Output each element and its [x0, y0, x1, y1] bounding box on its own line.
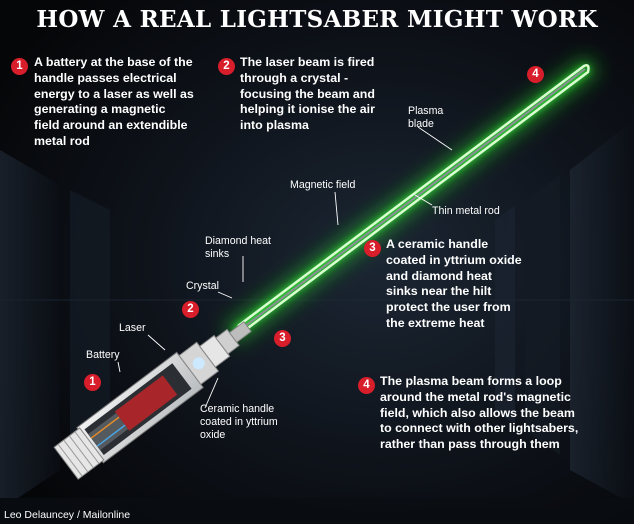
callout-1: A battery at the base of the handle pass… [34, 55, 194, 150]
callout-1-text: A battery at the base of the handle pass… [34, 55, 194, 148]
callout-4-text: The plasma beam forms a loop around the … [380, 374, 579, 452]
plasma-blade [225, 57, 598, 343]
callout-4: The plasma beam forms a loop around the … [380, 374, 585, 453]
image-credit: Leo Delauncey / Mailonline [4, 509, 131, 521]
label-magnetic-field: Magnetic field [290, 179, 356, 191]
marker-3: 3 [274, 330, 291, 347]
label-diamond-heat-sinks: Diamond heat sinks [205, 235, 271, 260]
callout-4-badge: 4 [358, 377, 375, 394]
callout-3: A ceramic handle coated in yttrium oxide… [386, 237, 526, 332]
callout-2-text: The laser beam is fired through a crysta… [240, 55, 375, 133]
label-battery: Battery [86, 349, 120, 361]
crystal-shape [192, 357, 205, 370]
battery-body [88, 413, 129, 451]
marker-2: 2 [182, 301, 199, 318]
label-laser: Laser [119, 322, 146, 334]
page-title: HOW A REAL LIGHTSABER MIGHT WORK [36, 6, 598, 33]
leader-lines [117, 126, 453, 409]
thin-metal-rod [239, 68, 586, 331]
callout-3-text: A ceramic handle coated in yttrium oxide… [386, 237, 522, 330]
callout-2: The laser beam is fired through a crysta… [240, 55, 385, 134]
label-thin-metal-rod: Thin metal rod [432, 205, 500, 217]
label-ceramic-handle: Ceramic handle coated in yttrium oxide [200, 403, 278, 441]
corridor-panels [0, 120, 634, 524]
callout-2-badge: 2 [218, 58, 235, 75]
marker-1: 1 [84, 374, 101, 391]
callout-1-badge: 1 [11, 58, 28, 75]
label-plasma-blade: Plasma blade [408, 105, 444, 130]
callout-3-badge: 3 [364, 240, 381, 257]
lightsaber-hilt [53, 321, 252, 480]
label-crystal: Crystal [186, 280, 219, 292]
laser-body [114, 375, 178, 431]
marker-4: 4 [527, 66, 544, 83]
